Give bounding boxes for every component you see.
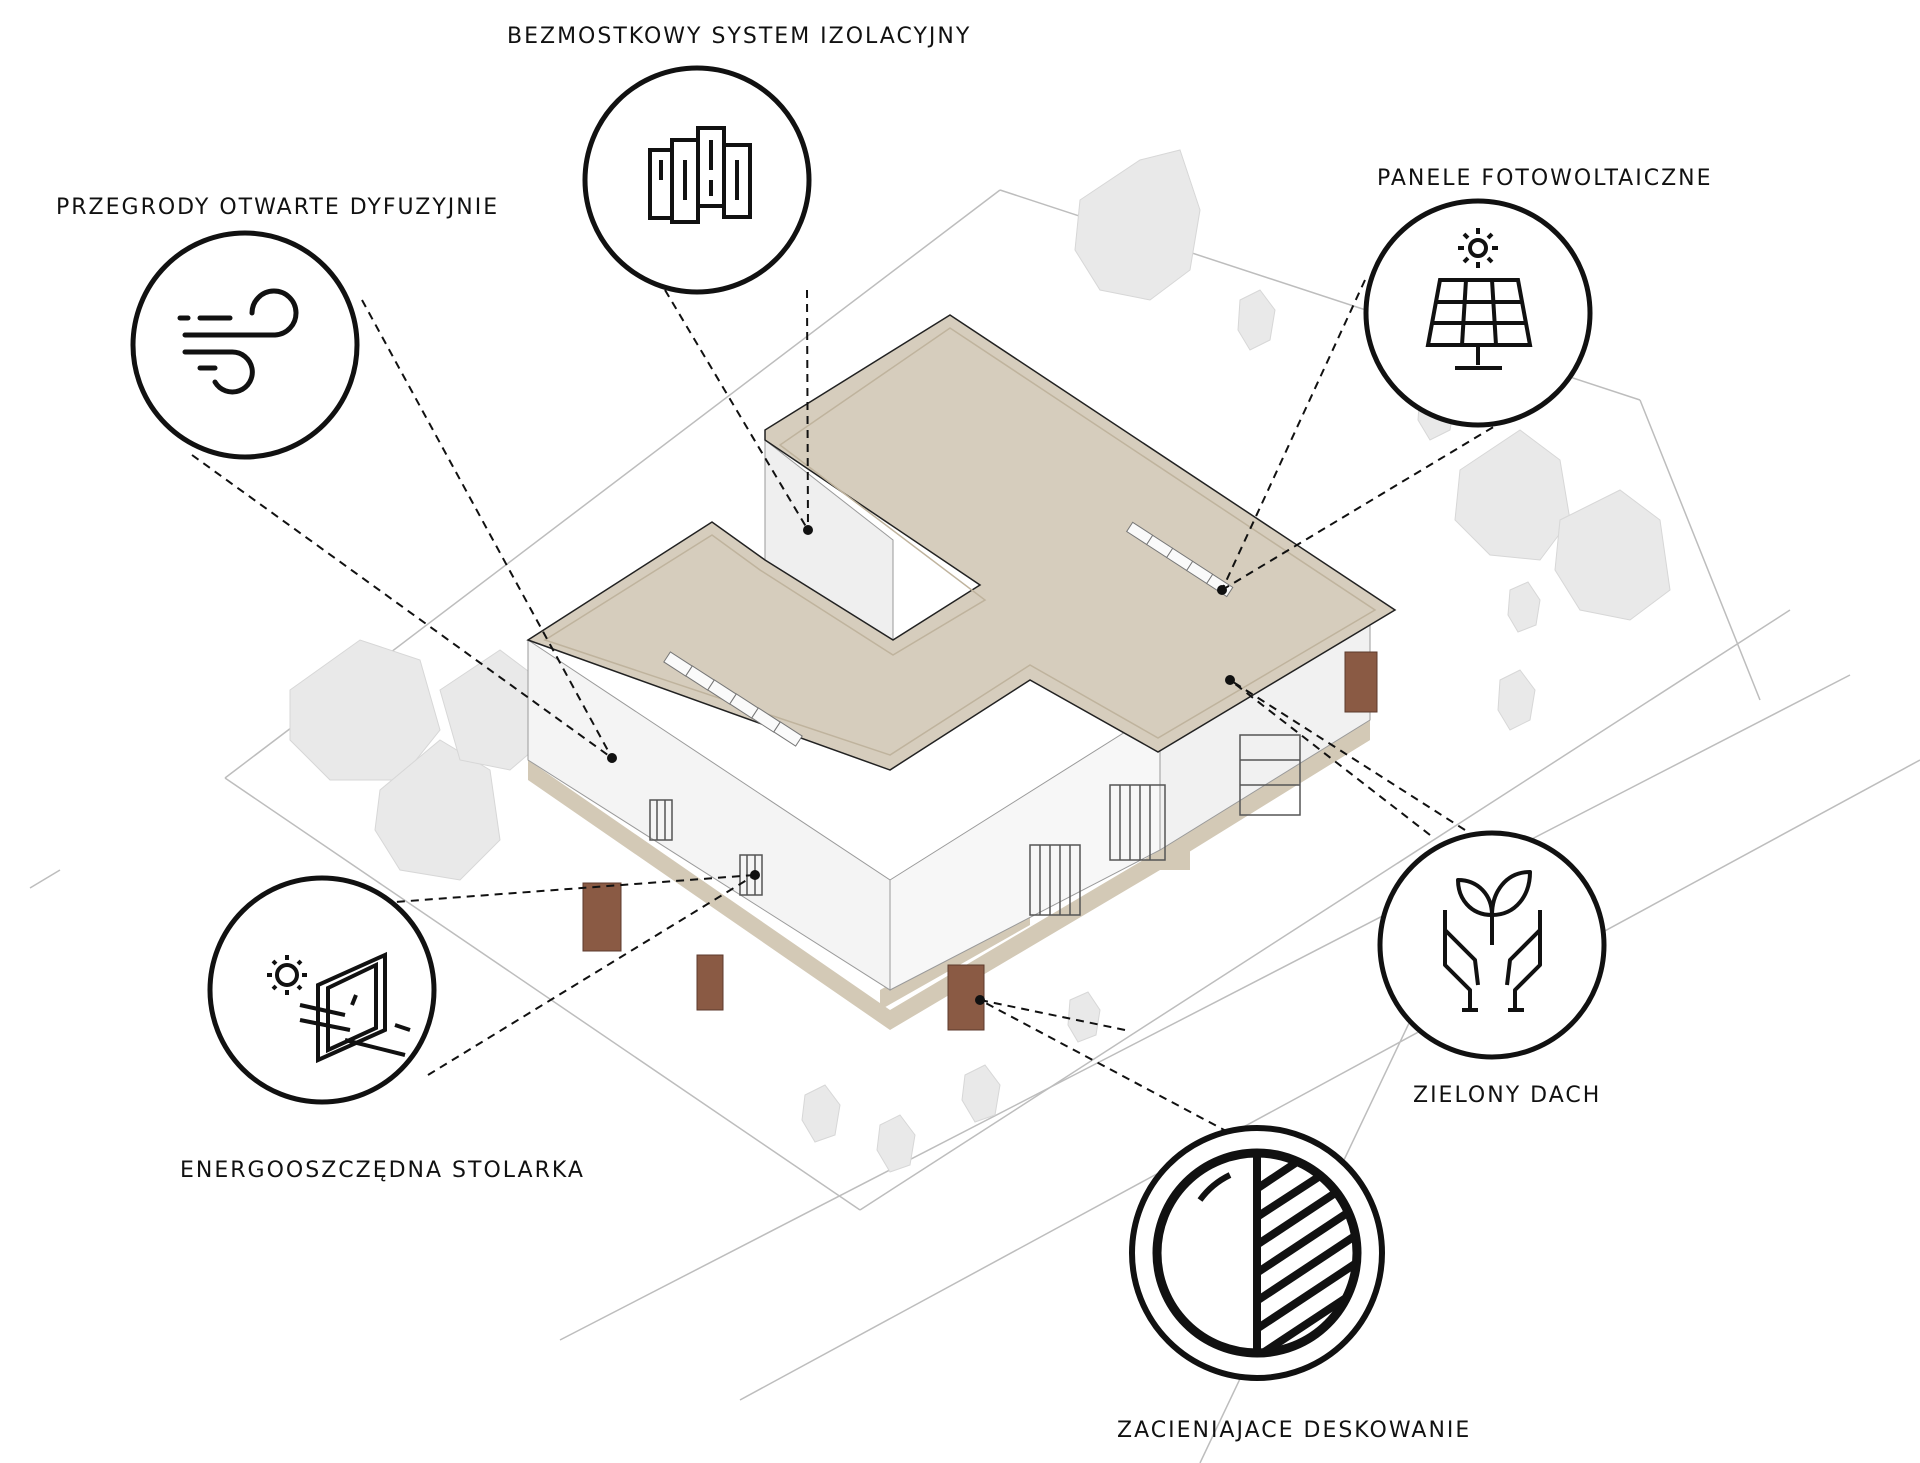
tree — [801, 1084, 841, 1143]
sun-window-icon — [267, 951, 411, 1064]
callout-breathable — [130, 230, 360, 460]
callout-thermal — [582, 65, 812, 295]
callout-windows — [207, 875, 437, 1105]
tree — [1237, 289, 1276, 351]
insulation-blocks-icon — [648, 126, 752, 224]
label-thermal: BEZMOSTKOWY SYSTEM IZOLACYJNY — [507, 24, 972, 49]
label-windows: ENERGOOSZCZĘDNA STOLARKA — [180, 1158, 585, 1183]
plant-hands-icon — [1443, 870, 1542, 1012]
solar-panel-icon — [1425, 228, 1533, 370]
tree — [1454, 429, 1571, 561]
tree — [1067, 991, 1101, 1043]
label-greenroof: ZIELONY DACH — [1413, 1083, 1602, 1108]
callout-solar — [1363, 198, 1593, 428]
label-solar: PANELE FOTOWOLTAICZNE — [1377, 166, 1713, 191]
building — [526, 314, 1397, 1031]
trees — [289, 149, 1671, 1173]
tree — [1554, 489, 1671, 621]
half-shade-icon — [1152, 1148, 1362, 1358]
roof-inner-edge — [543, 327, 1377, 756]
wind-icon — [177, 288, 299, 395]
skylights — [663, 521, 1234, 747]
tree — [876, 1114, 916, 1173]
callout-shading — [1129, 1125, 1385, 1381]
tree — [961, 1064, 1001, 1123]
leader-dots — [607, 525, 1235, 1005]
roof — [526, 314, 1397, 771]
tree — [1507, 581, 1541, 633]
callout-greenroof — [1377, 830, 1607, 1060]
base-slab-right — [1160, 720, 1370, 870]
window-grilles — [649, 734, 1301, 916]
tree — [1497, 669, 1536, 731]
label-breathable: PRZEGRODY OTWARTE DYFUZYJNIE — [56, 195, 500, 220]
tree — [374, 739, 501, 881]
label-shading: ZACIENIAJACE DESKOWANIE — [1117, 1418, 1472, 1443]
tree — [1074, 149, 1201, 301]
tree — [289, 639, 441, 781]
